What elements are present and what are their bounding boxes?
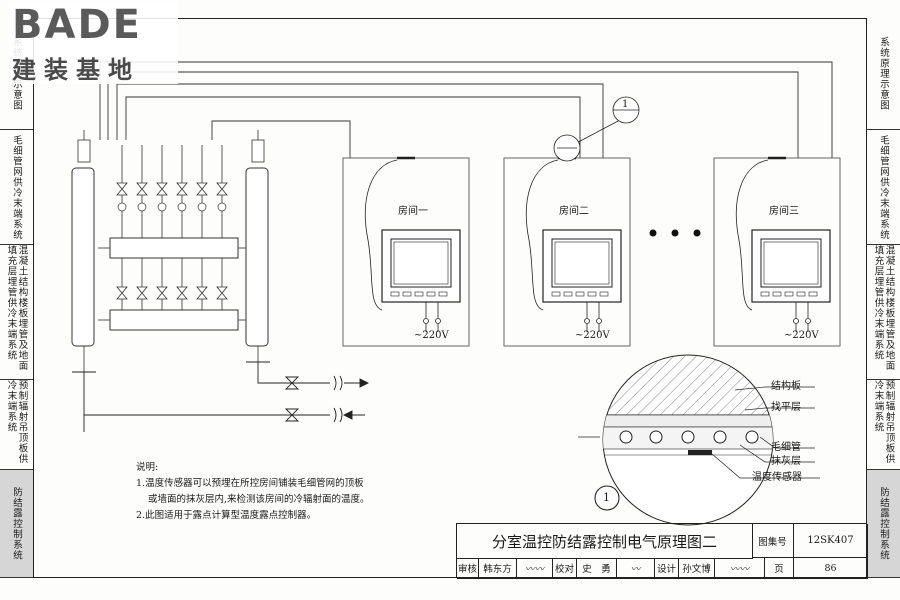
logo: BADE 建装基地 <box>8 2 178 84</box>
right-tab-capillary[interactable]: 毛细管网供冷末端系统 <box>867 130 900 245</box>
left-tab-ceiling[interactable]: 预制辐射吊顶板供冷末端系统 <box>0 380 33 470</box>
leveling-layer <box>603 414 773 428</box>
right-tab-schematic[interactable]: 系统原理示意图 <box>867 18 900 130</box>
sensor-callout <box>553 96 640 162</box>
right-tab-concrete[interactable]: 混凝土结构楼板埋管及地面填充层埋管供冷末端系统 <box>867 245 900 380</box>
drawing-frame <box>33 18 867 578</box>
atlas-label: 图集号 <box>752 524 794 558</box>
right-tab-label: 混凝土结构楼板埋管及地面填充层埋管供冷末端系统 <box>872 245 895 371</box>
label-leveling-layer: 找平层 <box>771 402 801 413</box>
logo-text: BADE <box>12 2 142 48</box>
title-block: 分室温控防结露控制电气原理图二 图集号 12SK407 审核 韩东方 〰〰 校对… <box>456 523 868 579</box>
right-tab-ceiling[interactable]: 预制辐射吊顶板供冷末端系统 <box>867 380 900 470</box>
page-label: 页 <box>765 558 794 579</box>
designer-name: 孙文博 <box>679 558 715 579</box>
supply-return-pipes <box>72 361 370 432</box>
manifold-assembly <box>71 130 269 372</box>
atlas-number: 12SK407 <box>794 524 868 558</box>
controller-1 <box>381 229 461 303</box>
right-index-tabs: 系统原理示意图 毛细管网供冷末端系统 混凝土结构楼板埋管及地面填充层埋管供冷末端… <box>867 18 900 578</box>
structural-slab <box>603 355 773 415</box>
room-label-2: 房间二 <box>559 206 589 217</box>
logo-subtext: 建装基地 <box>12 56 140 84</box>
label-capillary: 毛细管 <box>771 442 801 453</box>
capillary-tubes <box>619 430 759 444</box>
left-tab-capillary[interactable]: 毛细管网供冷末端系统 <box>0 130 33 245</box>
label-plaster-layer: 抹灰层 <box>771 456 801 467</box>
voltage-label-3: ~220V <box>784 330 819 341</box>
label-temperature-sensor: 温度传感器 <box>752 472 802 483</box>
left-tab-label: 防结露控制系统 <box>11 486 22 561</box>
right-tank <box>245 167 269 347</box>
reviewer-signature: 〰〰 <box>517 558 553 579</box>
power-terminal-3 <box>793 302 811 332</box>
right-tab-label: 毛细管网供冷末端系统 <box>878 134 889 240</box>
left-tab-label: 混凝土结构楼板埋管及地面填充层埋管供冷末端系统 <box>5 245 28 371</box>
note-line: 2.此图适用于露点计算型温度露点控制器。 <box>136 510 317 521</box>
note-line: 或墙面的抹灰层内,来检测该房间的冷辐射面的温度。 <box>148 494 370 505</box>
design-label: 设计 <box>655 558 679 579</box>
note-line: 1.温度传感器可以预埋在所控房间铺装毛细管网的顶板 <box>136 478 364 489</box>
left-tab-label: 毛细管网供冷末端系统 <box>11 134 22 240</box>
left-tab-label: 预制辐射吊顶板供冷末端系统 <box>5 380 28 464</box>
left-tab-anticondensation[interactable]: 防结露控制系统 <box>0 470 33 578</box>
more-rooms-dots <box>649 229 701 237</box>
designer-signature: 〰〰 <box>715 558 765 579</box>
room-label-1: 房间一 <box>398 206 428 217</box>
review-label: 审核 <box>457 558 479 579</box>
controller-2 <box>542 229 622 303</box>
room-label-3: 房间三 <box>769 206 799 217</box>
signal-wiring <box>99 61 833 158</box>
reviewer-name: 韩东方 <box>479 558 517 579</box>
page-number: 86 <box>794 558 868 579</box>
checker-signature: 〰 <box>617 558 655 579</box>
checker-name: 史 勇 <box>577 558 617 579</box>
right-tab-label: 系统原理示意图 <box>878 36 889 111</box>
voltage-label-2: ~220V <box>575 330 610 341</box>
power-terminal-2 <box>584 302 602 332</box>
temperature-sensor-element <box>688 450 712 455</box>
voltage-label-1: ~220V <box>414 330 449 341</box>
sensor-callout-number: 1 <box>622 99 629 110</box>
right-tab-anticondensation[interactable]: 防结露控制系统 <box>867 470 900 578</box>
notes-heading: 说明: <box>136 462 159 473</box>
left-tab-concrete[interactable]: 混凝土结构楼板埋管及地面填充层埋管供冷末端系统 <box>0 245 33 380</box>
check-label: 校对 <box>553 558 577 579</box>
controller-3 <box>751 229 831 303</box>
drawing-title: 分室温控防结露控制电气原理图二 <box>457 524 753 559</box>
notes: 说明: 1.温度传感器可以预埋在所控房间铺装毛细管网的顶板 或墙面的抹灰层内,来… <box>136 460 370 524</box>
right-tab-label: 防结露控制系统 <box>878 486 889 561</box>
detail-callout-number: 1 <box>603 491 610 504</box>
power-terminal-1 <box>423 302 441 332</box>
label-structural-slab: 结构板 <box>771 381 801 392</box>
right-tab-label: 预制辐射吊顶板供冷末端系统 <box>872 380 895 464</box>
left-tank <box>71 167 95 347</box>
